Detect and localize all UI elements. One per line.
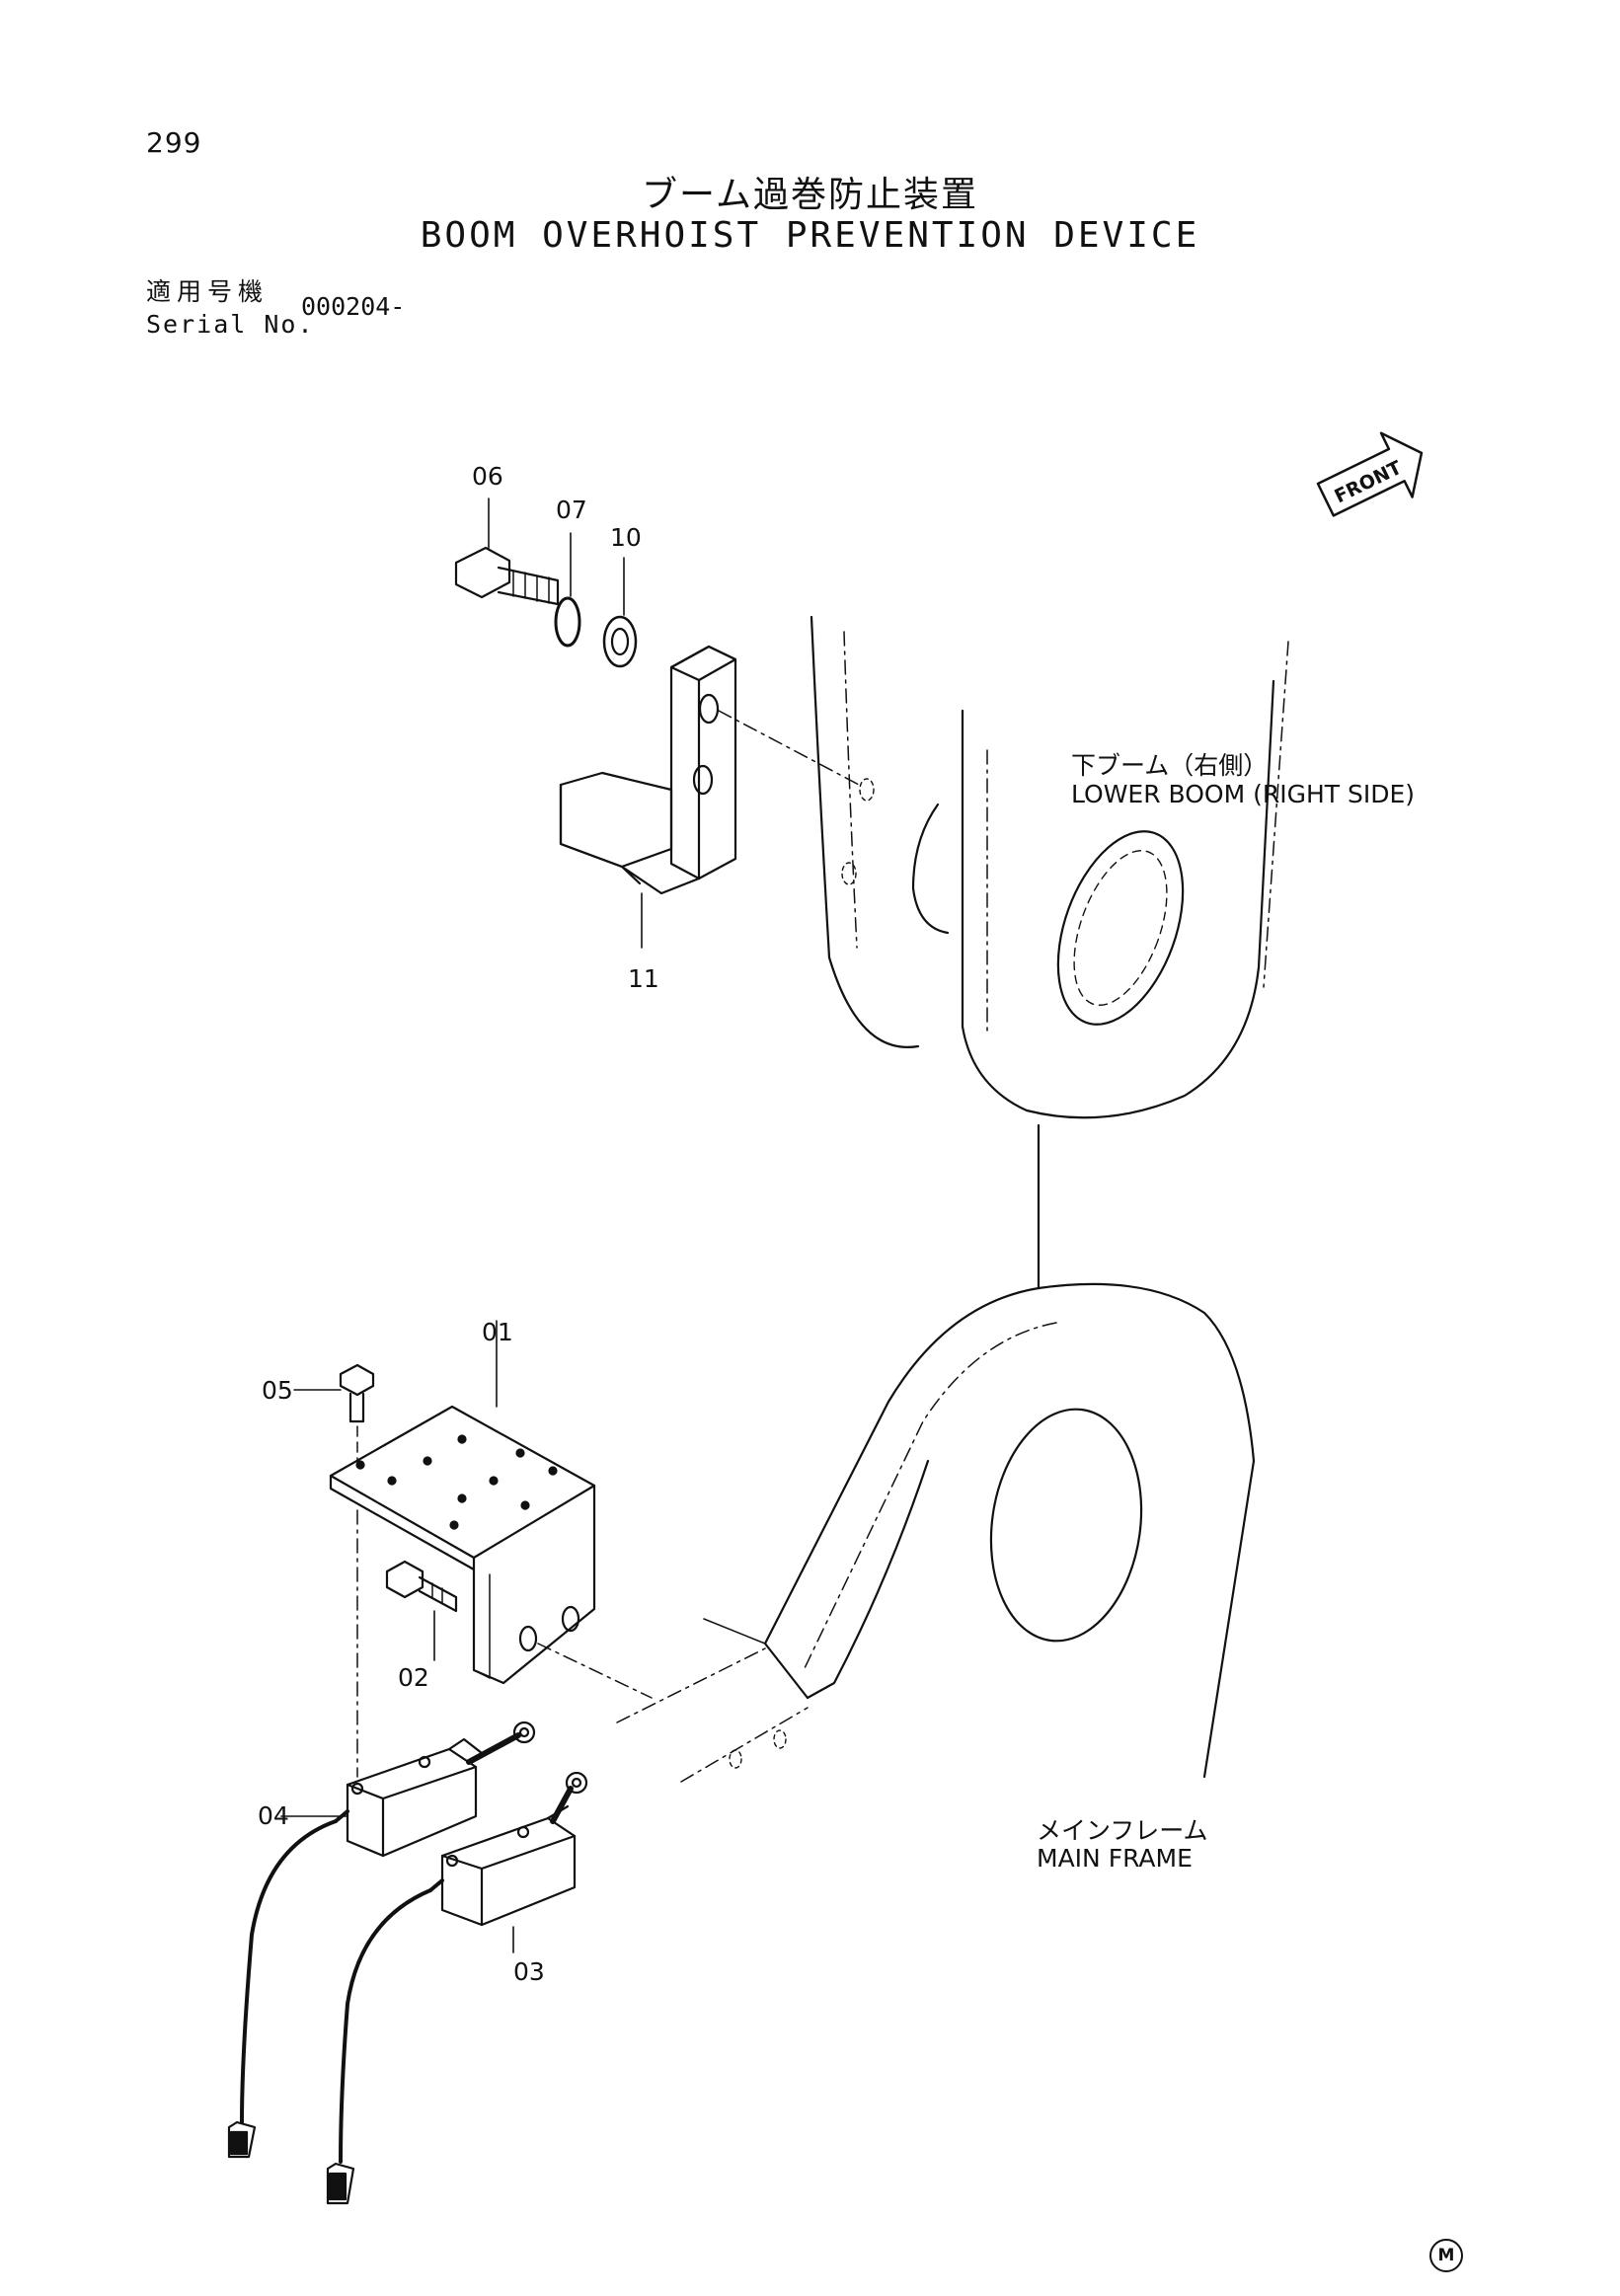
part-10-washer bbox=[602, 557, 638, 668]
serial-label-english: Serial No. bbox=[146, 310, 315, 339]
callout-07: 07 bbox=[556, 496, 587, 524]
main-frame-label-en: MAIN FRAME bbox=[1037, 1844, 1193, 1873]
front-arrow-icon: FRONT bbox=[1316, 431, 1424, 517]
callout-11: 11 bbox=[628, 964, 659, 993]
part-04-limit-switch bbox=[227, 1721, 536, 2159]
part-03-limit-switch bbox=[326, 1771, 588, 2205]
page-number: 299 bbox=[146, 126, 202, 159]
lower-boom-label-jp: 下ブーム（右側） bbox=[1071, 751, 1269, 780]
callout-02: 02 bbox=[398, 1663, 429, 1692]
title-english: BOOM OVERHOIST PREVENTION DEVICE bbox=[420, 215, 1200, 256]
boom-pin-hole bbox=[1056, 830, 1185, 1026]
callout-04: 04 bbox=[258, 1801, 289, 1830]
part-06-bolt bbox=[454, 497, 560, 606]
serial-label-japanese: 適用号機 bbox=[146, 277, 270, 306]
part-02-bolt bbox=[385, 1560, 458, 1661]
callout-03: 03 bbox=[513, 1957, 545, 1986]
callout-10: 10 bbox=[610, 523, 642, 552]
part-07-spring-washer bbox=[554, 532, 581, 648]
callout-05: 05 bbox=[262, 1376, 293, 1405]
part-11-stopper-bracket bbox=[559, 645, 860, 949]
part-01-switch-bracket bbox=[329, 1320, 653, 1699]
serial-value: 000204- bbox=[301, 292, 406, 321]
lower-boom-outline bbox=[810, 615, 1289, 1290]
title-japanese: ブーム過巻防止装置 bbox=[642, 175, 978, 215]
callout-06: 06 bbox=[472, 462, 503, 491]
frame-pin-hole bbox=[989, 1408, 1143, 1643]
lower-boom-label-en: LOWER BOOM (RIGHT SIDE) bbox=[1071, 780, 1416, 808]
main-frame-outline bbox=[616, 1282, 1256, 1783]
m-mark-icon: M bbox=[1429, 2239, 1463, 2272]
part-05-screw bbox=[293, 1363, 375, 1778]
main-frame-label-jp: メインフレーム bbox=[1037, 1816, 1208, 1845]
callout-01: 01 bbox=[482, 1318, 513, 1346]
